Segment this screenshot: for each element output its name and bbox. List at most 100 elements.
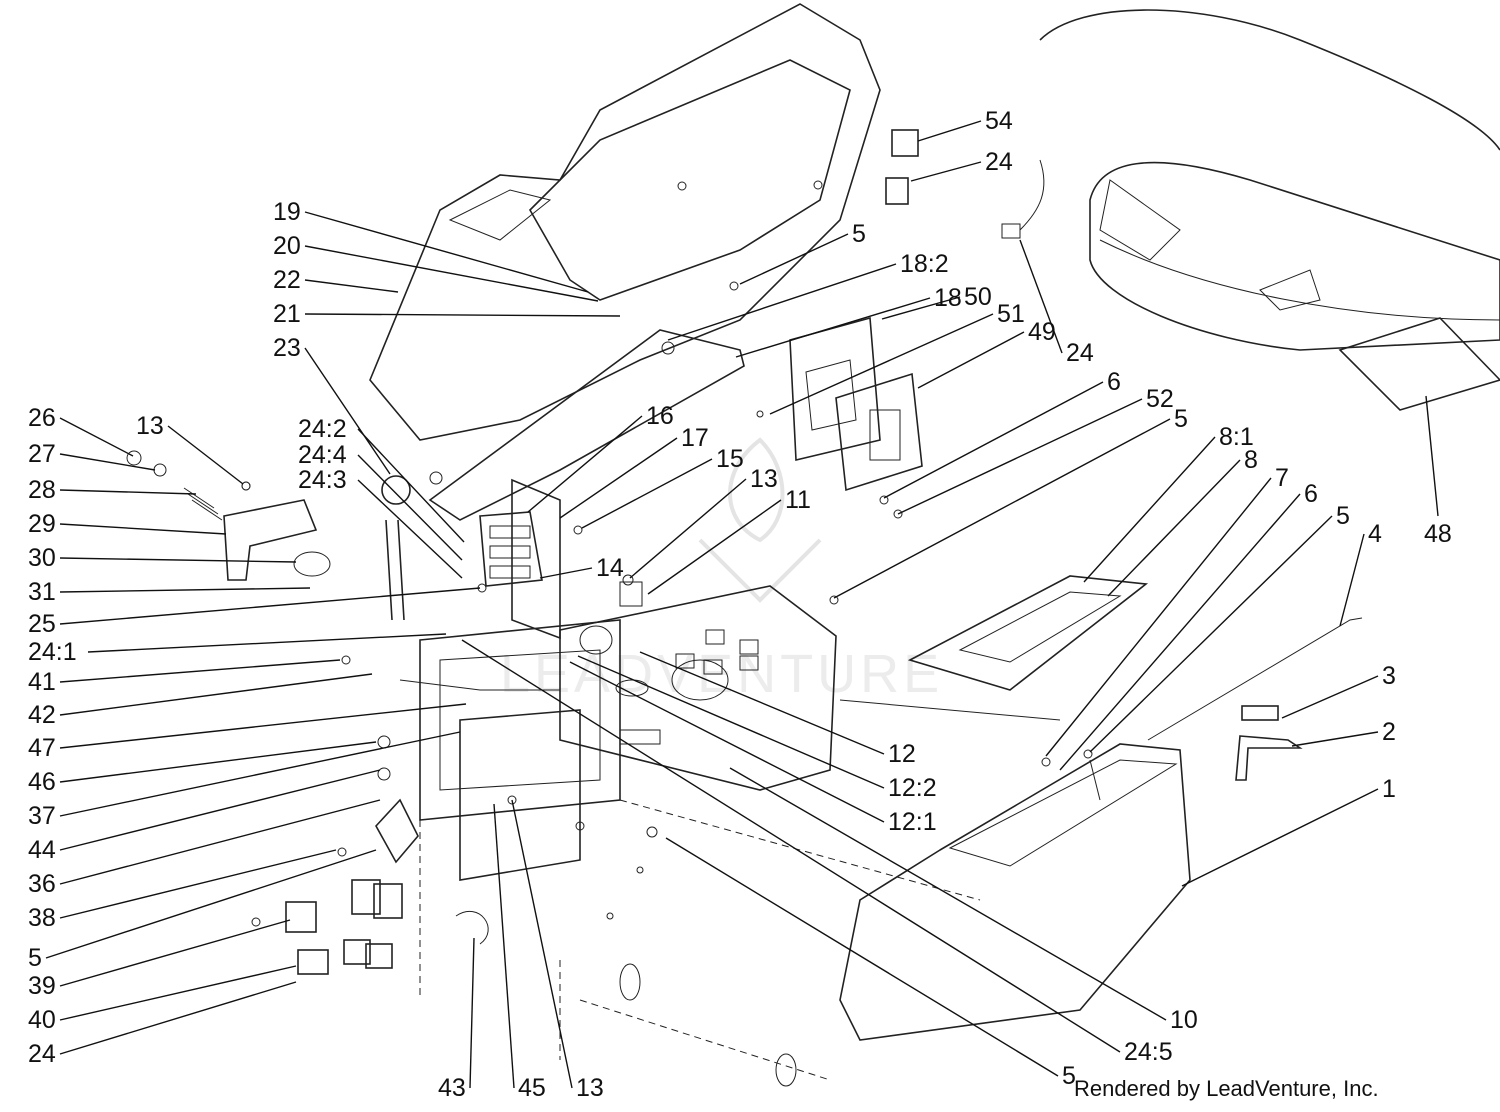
callout-23: 23	[273, 334, 391, 475]
callout-number: 24:4	[298, 441, 347, 469]
callout-number: 18:2	[900, 250, 949, 278]
callout-7: 7	[1045, 464, 1289, 757]
callout-21: 21	[273, 300, 621, 328]
callout-number: 22	[273, 266, 301, 294]
operator-seat	[1019, 9, 1500, 351]
callout-number: 24:2	[298, 415, 347, 443]
callout-54: 54	[917, 107, 1013, 142]
leader-line	[833, 418, 1171, 599]
callout-8-1: 8:1	[1083, 423, 1254, 583]
callout-number: 17	[681, 424, 709, 452]
callout-5-d: 5	[28, 849, 377, 972]
callout-number: 37	[28, 802, 56, 830]
callout-number: 5	[852, 220, 866, 248]
leader-line	[1045, 477, 1272, 757]
callout-17: 17	[559, 424, 709, 519]
leader-line	[59, 981, 297, 1055]
leader-line	[59, 965, 297, 1021]
callout-15: 15	[581, 445, 744, 529]
callout-18: 18	[735, 284, 962, 358]
leader-line	[577, 655, 885, 789]
standoff	[619, 963, 641, 1001]
callout-43: 43	[438, 937, 475, 1102]
callout-37: 37	[28, 731, 461, 830]
callout-number: 13	[576, 1074, 604, 1102]
callout-number: 11	[785, 486, 811, 514]
callout-number: 15	[716, 445, 744, 473]
callout-26: 26	[28, 404, 134, 457]
callout-number: 46	[28, 768, 56, 796]
leader-line	[357, 479, 463, 579]
callout-14: 14	[539, 554, 624, 582]
callout-number: 6	[1304, 480, 1318, 508]
leader-line	[304, 245, 599, 302]
callout-number: 7	[1275, 464, 1289, 492]
cable-12	[839, 699, 1061, 721]
callout-number: 45	[518, 1074, 546, 1102]
leader-line	[539, 567, 593, 579]
leader-line	[59, 557, 297, 563]
callout-5-e: 5	[665, 837, 1076, 1090]
leader-line	[883, 381, 1104, 499]
leader-line	[59, 453, 156, 471]
callout-number: 26	[28, 404, 56, 432]
callout-28: 28	[28, 476, 197, 504]
callout-number: 12	[888, 740, 916, 768]
callout-3: 3	[1281, 662, 1396, 719]
leader-line	[665, 837, 1059, 1077]
callout-13-c: 13	[511, 799, 604, 1102]
hardware	[241, 481, 1093, 927]
callout-6-b: 6	[1059, 480, 1318, 771]
callout-24-1: 24:1	[28, 633, 447, 666]
leader-line	[59, 703, 467, 749]
callout-number: 8:1	[1219, 423, 1254, 451]
callout-number: 2	[1382, 718, 1396, 746]
callout-number: 3	[1382, 662, 1396, 690]
callout-40: 40	[28, 965, 297, 1034]
callout-5-b: 5	[833, 405, 1188, 599]
callout-number: 24	[985, 148, 1013, 176]
leader-line	[59, 741, 377, 783]
leader-line	[59, 673, 373, 716]
leader-line	[917, 120, 982, 142]
leader-line	[461, 639, 1121, 1053]
callout-number: 13	[750, 465, 778, 493]
callout-24-5: 24:5	[461, 639, 1173, 1066]
callout-number: 25	[28, 610, 56, 638]
render-credit: Rendered by LeadVenture, Inc.	[1074, 1076, 1379, 1101]
rod-and-bracket	[1147, 617, 1363, 781]
relay-54	[885, 129, 1021, 239]
callout-49: 49	[917, 318, 1056, 389]
leader-line	[167, 425, 244, 485]
leader-line	[1107, 459, 1241, 597]
leader-line	[897, 398, 1143, 515]
callout-number: 47	[28, 734, 56, 762]
callout-2: 2	[1291, 718, 1396, 747]
callout-24-3: 24:3	[298, 466, 463, 579]
leader-line	[629, 478, 747, 579]
callout-number: 29	[28, 510, 56, 538]
callout-46: 46	[28, 741, 377, 796]
leader-line	[304, 211, 589, 293]
callout-number: 24	[28, 1040, 56, 1068]
leader-line	[917, 331, 1025, 389]
leader-line	[304, 347, 391, 475]
leader-line	[511, 799, 573, 1089]
callout-number: 48	[1424, 520, 1452, 548]
callout-number: 10	[1170, 1006, 1198, 1034]
callout-number: 30	[28, 544, 56, 572]
callout-number: 51	[997, 300, 1025, 328]
leader-line	[1291, 731, 1379, 747]
callout-number: 5	[1336, 502, 1350, 530]
lower-frame	[419, 619, 981, 1081]
callout-number: 13	[136, 412, 164, 440]
callout-24-2: 24:2	[298, 415, 465, 543]
callout-41: 41	[28, 659, 341, 696]
callout-51: 51	[769, 300, 1025, 415]
relays-lower-left	[285, 798, 489, 975]
watermark-flame-icon	[728, 437, 785, 543]
standoff	[775, 1053, 797, 1087]
leader-line	[1083, 436, 1216, 583]
